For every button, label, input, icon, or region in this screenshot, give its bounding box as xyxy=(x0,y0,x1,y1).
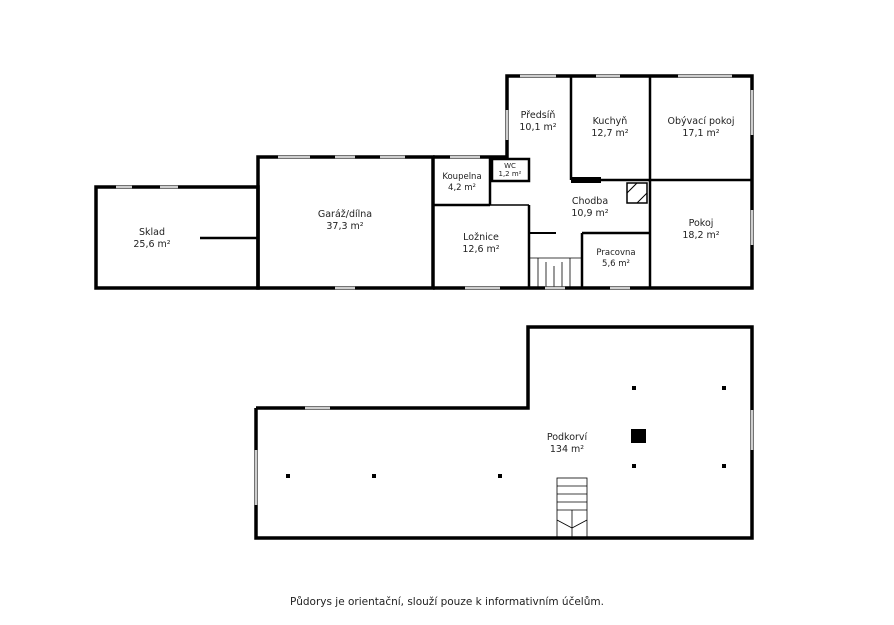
room-label-obyvaci: Obývací pokoj 17,1 m² xyxy=(668,116,735,140)
room-label-loznice: Ložnice 12,6 m² xyxy=(462,232,499,256)
room-area: 18,2 m² xyxy=(682,230,720,241)
room-name: Chodba xyxy=(571,196,609,207)
room-label-sklad: Sklad 25,6 m² xyxy=(133,227,170,251)
room-area: 10,1 m² xyxy=(519,122,557,133)
room-area: 4,2 m² xyxy=(448,183,476,193)
attic-floor xyxy=(254,325,754,540)
wall-central-outline xyxy=(433,74,754,290)
room-area: 25,6 m² xyxy=(133,239,171,250)
room-area: 17,1 m² xyxy=(682,128,720,139)
room-label-podkrovi: Podkorví 134 m² xyxy=(547,432,587,456)
room-area: 37,3 m² xyxy=(326,221,364,232)
disclaimer-text: Půdorys je orientační, slouží pouze k in… xyxy=(290,596,604,608)
room-label-kuchyn: Kuchyň 12,7 m² xyxy=(591,116,628,140)
room-label-predsin: Předsíň 10,1 m² xyxy=(519,110,556,134)
room-area: 12,6 m² xyxy=(462,244,500,255)
room-name: WC xyxy=(504,162,516,170)
ground-floor xyxy=(94,74,754,290)
room-name: Ložnice xyxy=(463,232,499,243)
room-area: 1,2 m² xyxy=(498,170,522,178)
ground-stairs xyxy=(530,257,581,287)
room-area: 10,9 m² xyxy=(571,208,609,219)
room-area: 12,7 m² xyxy=(591,128,629,139)
room-area: 5,6 m² xyxy=(602,259,630,269)
room-name: Obývací pokoj xyxy=(667,116,735,127)
room-name: Sklad xyxy=(138,227,166,238)
attic-stairs xyxy=(556,477,588,538)
wall-wc xyxy=(490,157,531,183)
room-label-koupelna: Koupelna 4,2 m² xyxy=(442,172,481,194)
fireplace-diag xyxy=(626,182,638,194)
room-label-wc: WC 1,2 m² xyxy=(499,162,522,178)
fireplace-diag2 xyxy=(636,192,648,204)
room-name: Pracovna xyxy=(596,248,636,258)
chimney xyxy=(631,429,646,443)
room-area: 134 m² xyxy=(549,444,585,455)
room-label-pracovna: Pracovna 5,6 m² xyxy=(596,248,635,270)
room-name: Podkorví xyxy=(546,432,588,443)
room-name: Garáž/dílna xyxy=(317,209,373,220)
room-label-chodba: Chodba 10,9 m² xyxy=(571,196,608,220)
attic-columns xyxy=(286,386,726,478)
wall-attic-outline xyxy=(254,325,754,540)
attic-windows xyxy=(254,406,754,505)
kitchen-counter xyxy=(571,177,601,183)
room-name: Předsíň xyxy=(520,110,556,121)
room-name: Koupelna xyxy=(442,172,482,182)
room-name: Pokoj xyxy=(688,218,714,229)
room-label-pokoj: Pokoj 18,2 m² xyxy=(682,218,719,242)
room-label-garaz: Garáž/dílna 37,3 m² xyxy=(318,209,372,233)
fireplace xyxy=(626,182,648,204)
room-name: Kuchyň xyxy=(592,116,628,127)
ground-windows xyxy=(116,74,754,290)
